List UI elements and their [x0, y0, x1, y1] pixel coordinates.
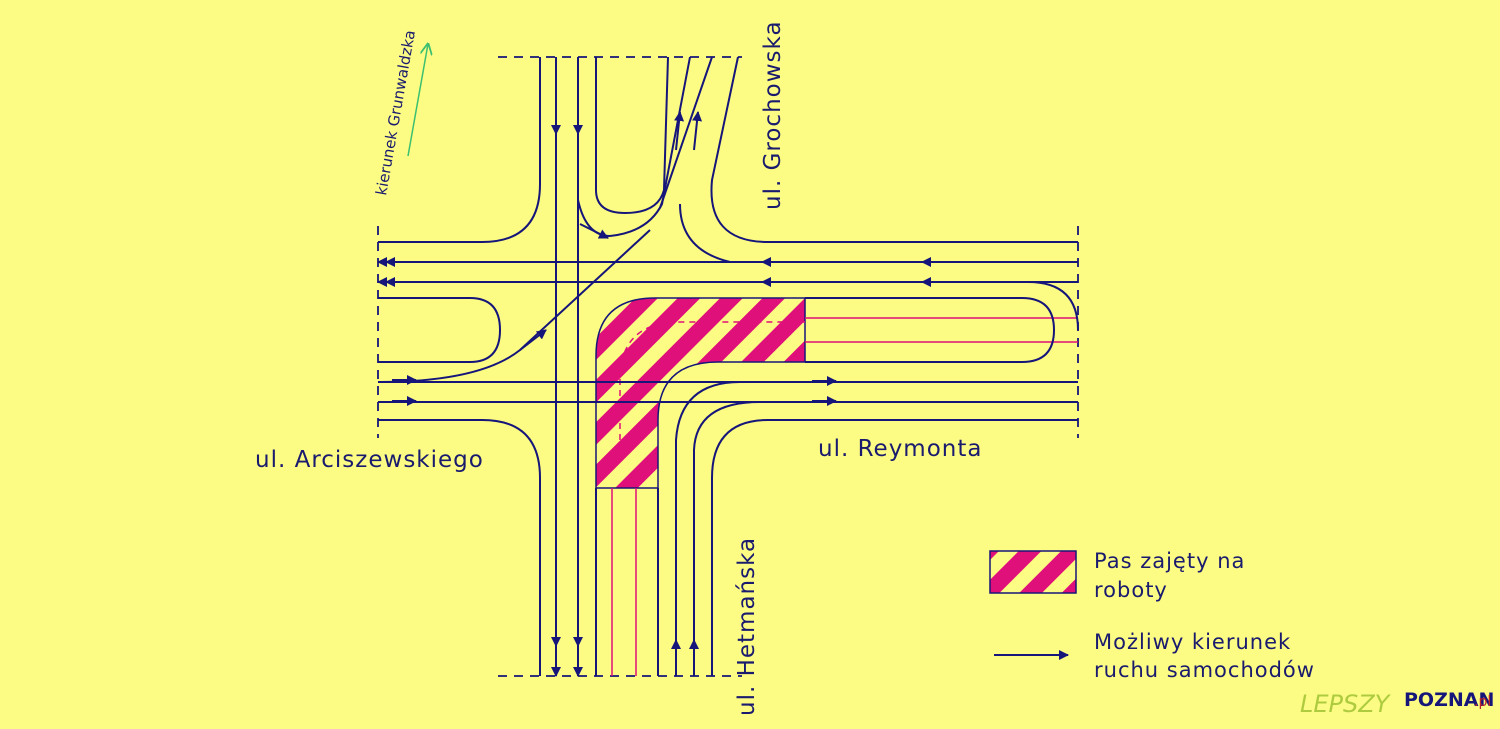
- watermark-part3: .pl: [1474, 694, 1491, 710]
- legend-arrow-label-2: ruchu samochodów: [1094, 658, 1315, 682]
- legend-arrow-label-1: Możliwy kierunek: [1094, 630, 1291, 654]
- direction-note: kierunek Grunwaldzka: [372, 29, 419, 197]
- watermark-logo: LEPSZY POZNAN .pl: [1300, 689, 1494, 718]
- street-label-north: ul. Grochowska: [760, 20, 786, 210]
- street-label-south: ul. Hetmańska: [734, 537, 760, 716]
- watermark-part1: LEPSZY: [1300, 690, 1392, 718]
- east-west-road: [377, 229, 1079, 676]
- legend-hatch-swatch: [989, 550, 1077, 594]
- street-label-west: ul. Arciszewskiego: [255, 447, 484, 473]
- street-label-east: ul. Reymonta: [818, 436, 982, 462]
- legend-hatch-label-1: Pas zajęty na: [1094, 549, 1245, 573]
- north-road: [378, 56, 1078, 677]
- boundary-lines: [377, 56, 1079, 677]
- traffic-arrows: [385, 100, 950, 676]
- work-zone: [595, 297, 1078, 676]
- legend-hatch-label-2: roboty: [1094, 578, 1168, 602]
- legend: Pas zajęty na roboty Możliwy kierunek ru…: [989, 549, 1315, 682]
- watermark-part2: POZNAN: [1404, 689, 1494, 711]
- north-arrow: kierunek Grunwaldzka: [372, 29, 428, 197]
